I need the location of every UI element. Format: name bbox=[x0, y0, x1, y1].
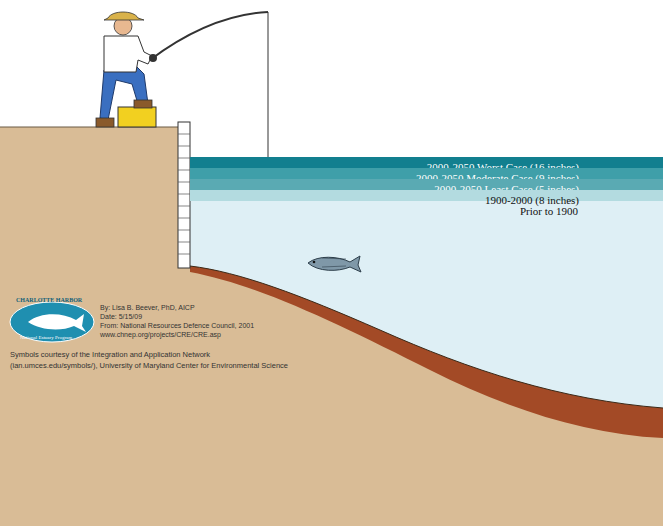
band-label: 1900-2000 (8 inches) bbox=[485, 195, 579, 206]
credit-text: Date: 5/15/09 bbox=[100, 312, 142, 321]
sea-level-band: 2000-2050 Moderate Case (9 inches) bbox=[190, 168, 663, 179]
sea-level-band: 2000-2050 Worst Case (16 inches) bbox=[190, 157, 663, 168]
credit-text: Symbols courtesy of the Integration and … bbox=[10, 350, 210, 360]
fish-symbol bbox=[308, 256, 361, 272]
seabed-line bbox=[190, 266, 663, 408]
logo-text: National Estuary Program bbox=[20, 334, 72, 341]
level-label: Prior to 1900 bbox=[520, 205, 578, 218]
logo-text: CHARLOTTE HARBOR bbox=[16, 296, 82, 304]
sea-wall bbox=[178, 122, 190, 268]
sea-level-band: 1900-2000 (8 inches) bbox=[190, 190, 663, 201]
credit-text: www.chnep.org/projects/CRE/CRE.asp bbox=[100, 330, 221, 339]
credit-text: From: National Resources Defence Council… bbox=[100, 321, 254, 330]
credit-text: (ian.umces.edu/symbols/), University of … bbox=[10, 361, 288, 371]
sea-level-band: 2000-2050 Least Case (5 inches) bbox=[190, 179, 663, 190]
sediment-layer bbox=[190, 266, 663, 438]
land bbox=[0, 122, 663, 526]
credit-text: By: Lisa B. Beever, PhD, AICP bbox=[100, 303, 195, 312]
logo-symbol bbox=[10, 302, 94, 342]
